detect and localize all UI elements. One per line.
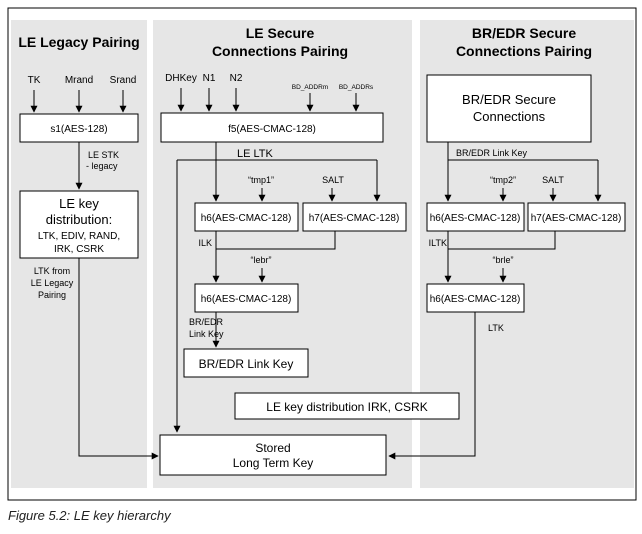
legacy-title: LE Legacy Pairing — [18, 34, 139, 50]
le-key-dist-line-4: IRK, CSRK — [54, 244, 104, 255]
bredr-title-2: Connections Pairing — [456, 43, 592, 59]
h7b-box — [527, 202, 626, 232]
f5-label: f5(AES-CMAC-128) — [228, 124, 316, 135]
stored-ltk-box — [159, 434, 387, 476]
iltk-label: ILTK — [429, 238, 447, 248]
ilk-label: ILK — [198, 238, 212, 248]
h7b-label: h7(AES-CMAC-128) — [531, 213, 622, 224]
arrow-legacy-to-stored — [78, 258, 159, 460]
le-ltk-label: LE LTK — [237, 148, 274, 160]
h7a-label: h7(AES-CMAC-128) — [309, 213, 400, 224]
input-bd-addr-s: BD_ADDRs — [339, 84, 374, 91]
bredr-sc-line-2: Connections — [473, 109, 546, 124]
h6d-box — [426, 283, 525, 313]
arrow-bredr-to-stored — [388, 312, 476, 460]
ltk-from-line-3: Pairing — [38, 290, 66, 300]
h6c-box — [426, 202, 525, 232]
ltk-from-line-1: LTK from — [34, 266, 70, 276]
input-srand: Srand — [110, 75, 137, 86]
bredr-sc-box — [426, 74, 592, 143]
f5-box — [160, 112, 384, 143]
h6b-label: h6(AES-CMAC-128) — [201, 294, 292, 305]
le-key-dist-line-2: distribution: — [46, 212, 112, 227]
stored-ltk-line-2: Long Term Key — [233, 456, 314, 470]
input-tk: TK — [28, 75, 41, 86]
bredr-link-key-box — [183, 348, 309, 378]
bredr-sc-line-1: BR/EDR Secure — [462, 92, 556, 107]
bredr-link-key-text: BR/EDR Link Key — [199, 357, 294, 371]
le-key-dist-irk-box — [234, 392, 460, 420]
stored-ltk-line-1: Stored — [255, 441, 290, 455]
tmp1-label: “tmp1” — [248, 175, 274, 185]
ltk-from-line-2: LE Legacy — [31, 278, 74, 288]
s1-label: s1(AES-128) — [50, 124, 107, 135]
le-key-dist-irk-text: LE key distribution IRK, CSRK — [266, 400, 427, 414]
input-n1: N1 — [203, 73, 216, 84]
bredr-title-1: BR/EDR Secure — [472, 25, 576, 41]
brle-label: “brle” — [492, 255, 513, 265]
salt2-label: SALT — [542, 175, 564, 185]
lebr-label: “lebr” — [250, 255, 271, 265]
s1-box — [19, 113, 139, 143]
h6d-label: h6(AES-CMAC-128) — [430, 294, 521, 305]
secure-title-1: LE Secure — [246, 25, 315, 41]
h6c-label: h6(AES-CMAC-128) — [430, 213, 521, 224]
h6a-label: h6(AES-CMAC-128) — [201, 213, 292, 224]
h6a-box — [194, 202, 299, 232]
le-key-dist-line-1: LE key — [59, 196, 99, 211]
input-bd-addr-m: BD_ADDRm — [292, 84, 328, 91]
ltk-label: LTK — [488, 323, 504, 333]
line-h7a-ilk — [216, 231, 336, 250]
le-key-dist-box — [19, 190, 139, 259]
le-stk-label-1: LE STK — [88, 150, 119, 160]
input-mrand: Mrand — [65, 75, 93, 86]
h6b-box — [194, 283, 299, 313]
input-dhkey: DHKey — [165, 73, 197, 84]
line-h7b-iltk — [448, 231, 556, 250]
bredr-link-key-label-1: BR/EDR — [189, 317, 224, 327]
tmp2-label: “tmp2” — [490, 175, 516, 185]
input-n2: N2 — [230, 73, 243, 84]
bredr-link-key-label-2: Link Key — [189, 329, 224, 339]
bredr-link-key-top-label: BR/EDR Link Key — [456, 148, 528, 158]
secure-title-2: Connections Pairing — [212, 43, 348, 59]
salt1-label: SALT — [322, 175, 344, 185]
le-stk-label-2: - legacy — [86, 161, 118, 171]
h7a-box — [302, 202, 407, 232]
le-key-dist-line-3: LTK, EDIV, RAND, — [38, 231, 120, 242]
figure-caption: Figure 5.2: LE key hierarchy — [8, 508, 171, 523]
